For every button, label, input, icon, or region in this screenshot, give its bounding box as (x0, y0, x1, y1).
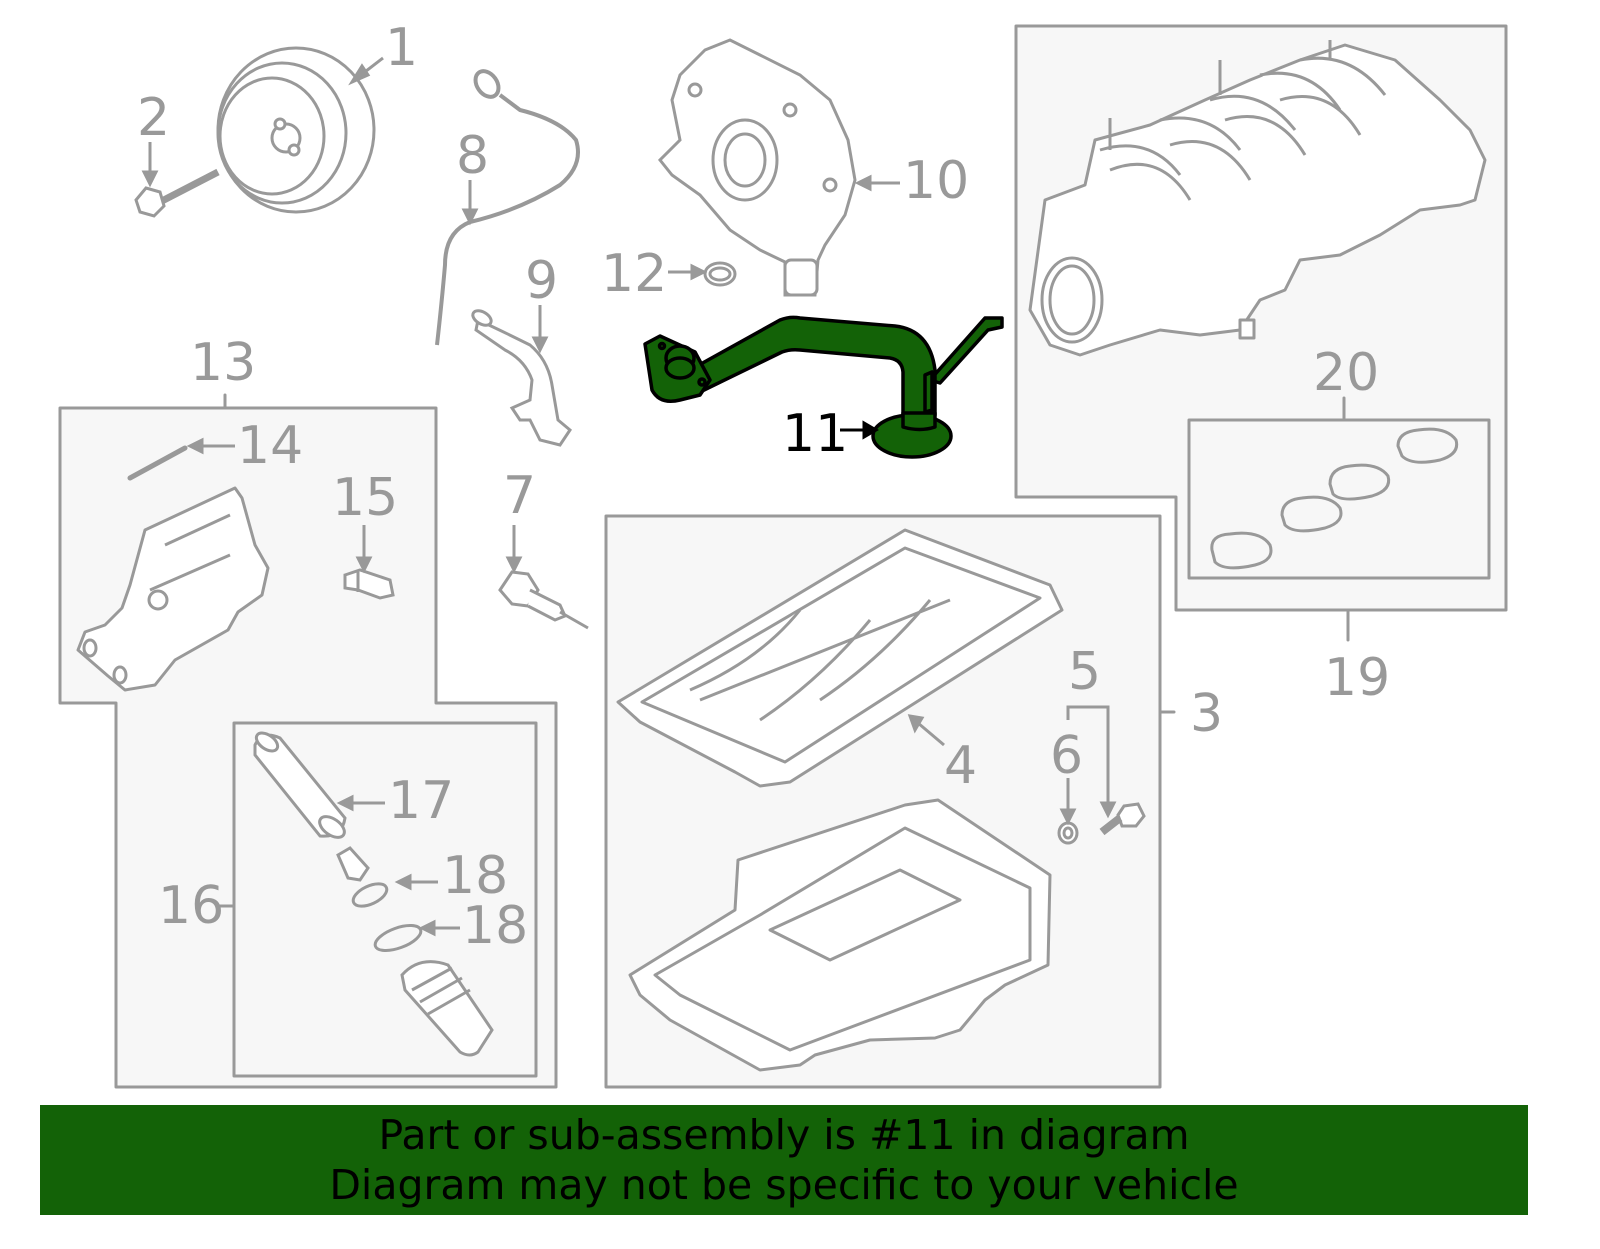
callout-9[interactable]: 9 (525, 251, 559, 311)
part-19-intake-manifold-drawing (1028, 40, 1487, 357)
callout-18a[interactable]: 18 (442, 846, 509, 906)
callout-17[interactable]: 17 (388, 771, 455, 831)
part-14-pin-drawing (127, 445, 188, 481)
part-5-6-fasteners-drawing (1057, 802, 1146, 845)
part-1-pulley-drawing (216, 46, 376, 214)
callout-11[interactable]: 11 (782, 404, 849, 464)
callout-20[interactable]: 20 (1313, 343, 1380, 403)
part-4-upper-pan-drawing (616, 528, 1064, 788)
callout-8[interactable]: 8 (456, 126, 490, 186)
banner-part-note: Part or sub-assembly is #11 in diagram (378, 1111, 1190, 1159)
callout-7[interactable]: 7 (503, 466, 537, 526)
callout-12[interactable]: 12 (601, 244, 668, 304)
banner-disclaimer: Diagram may not be specific to your vehi… (329, 1161, 1239, 1209)
part-9-tube-drawing (471, 309, 572, 447)
part-17-filter-element-drawing (253, 731, 347, 839)
callout-2[interactable]: 2 (137, 88, 171, 148)
part-15-sensor-drawing (343, 568, 395, 600)
callout-5[interactable]: 5 (1068, 642, 1102, 702)
part-8-dipstick-drawing (435, 69, 580, 346)
part-13-oil-filter-housing-drawing (76, 486, 270, 692)
part-12-o-ring-drawing (703, 261, 737, 287)
part-filter-cap-drawing (400, 960, 494, 1057)
callout-16[interactable]: 16 (158, 876, 225, 936)
callout-18b[interactable]: 18 (462, 896, 529, 956)
info-banner: Part or sub-assembly is #11 in diagram D… (40, 1105, 1528, 1215)
callout-15[interactable]: 15 (332, 468, 399, 528)
callout-19[interactable]: 19 (1324, 648, 1391, 708)
part-18-o-rings-drawing (336, 846, 423, 952)
callout-1[interactable]: 1 (385, 18, 419, 78)
part-7-sender-drawing (498, 570, 589, 630)
callout-14[interactable]: 14 (237, 416, 304, 476)
part-10-oil-pump-drawing (657, 38, 857, 297)
callout-4[interactable]: 4 (944, 736, 978, 796)
callout-13[interactable]: 13 (190, 333, 257, 393)
callout-10[interactable]: 10 (903, 151, 970, 211)
part-11-oil-pickup-tube-drawing (643, 315, 1004, 459)
callout-6[interactable]: 6 (1050, 726, 1084, 786)
part-3-oil-pan-drawing (628, 798, 1052, 1072)
part-20-gaskets-drawing (1210, 427, 1459, 570)
callout-3[interactable]: 3 (1190, 684, 1224, 744)
part-2-bolt-drawing (134, 168, 220, 218)
